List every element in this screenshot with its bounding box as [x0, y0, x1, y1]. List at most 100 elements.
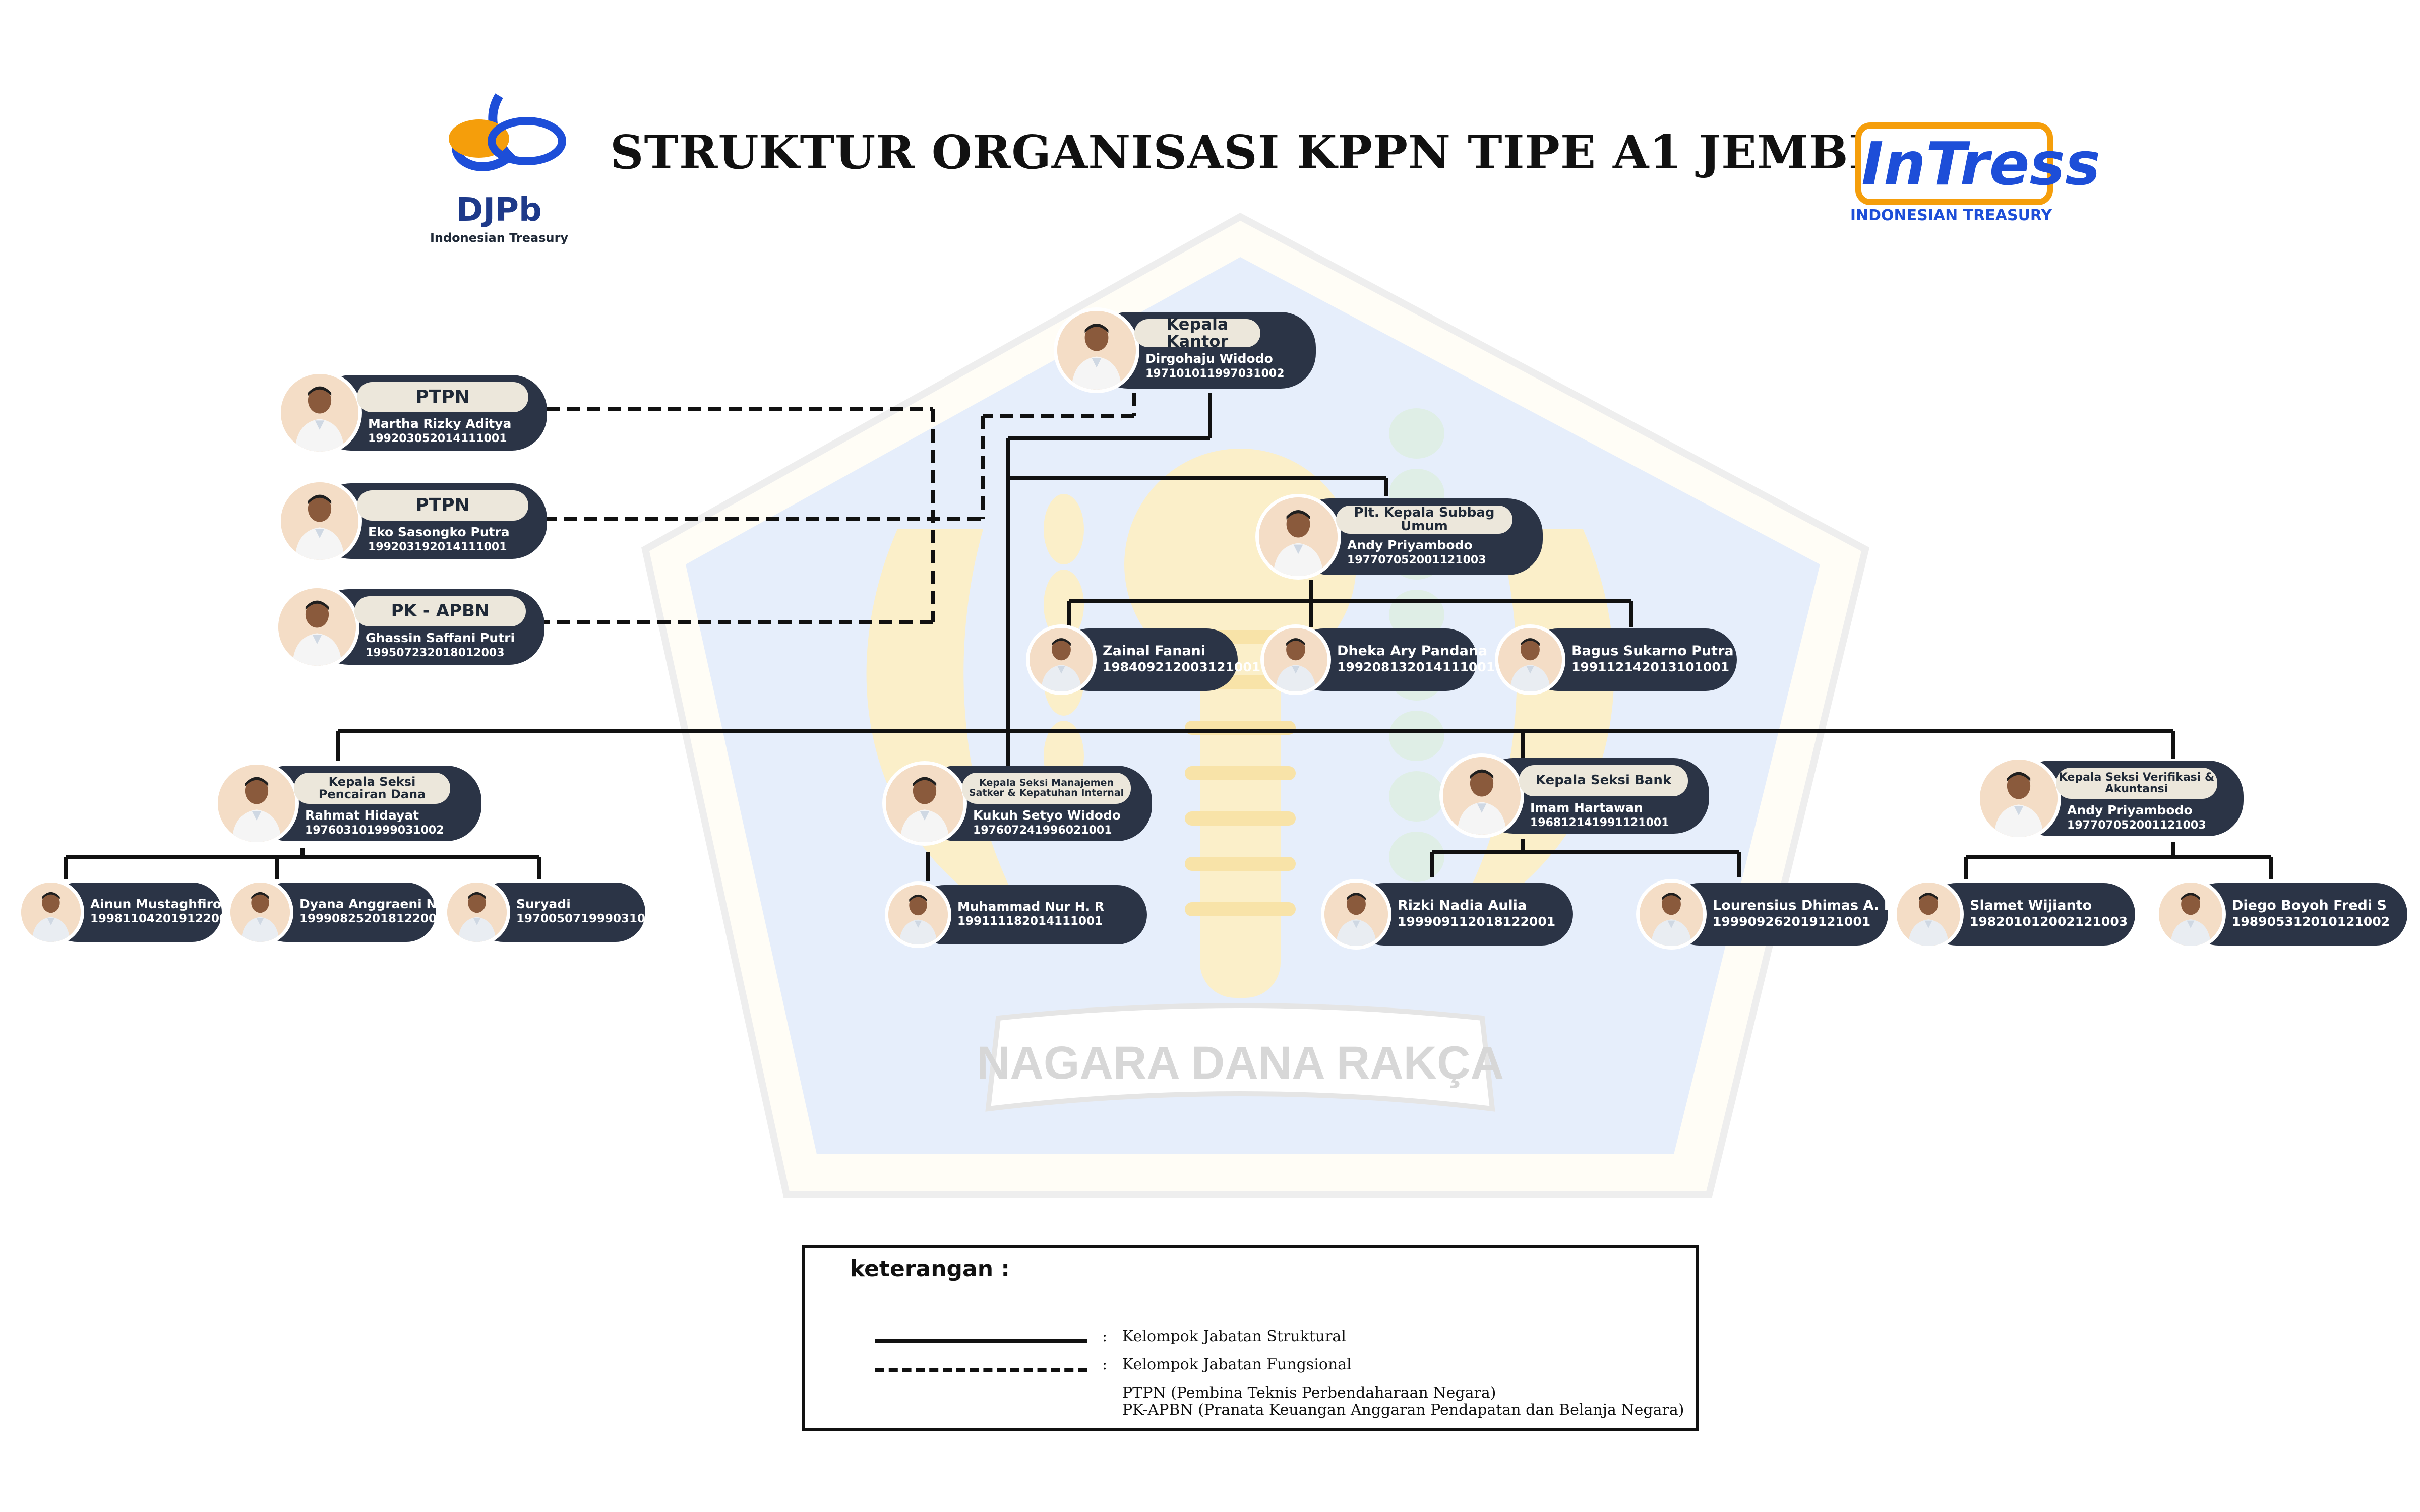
position-title: Plt. Kepala Subbag Umum	[1336, 506, 1512, 534]
person-nip: 196812141991121001	[1530, 816, 1669, 829]
legend-separator: :	[1102, 1356, 1108, 1373]
person-nip: 198201012002121003	[1970, 914, 2128, 929]
legend-box: keterangan : : Kelompok Jabatan Struktur…	[802, 1245, 1699, 1431]
person-nip: 197707052001121003	[2067, 819, 2206, 832]
legend-note-ptpn: PTPN (Pembina Teknis Perbendaharaan Nega…	[1122, 1384, 1496, 1402]
intress-subtitle: INDONESIAN TREASURY	[1850, 207, 2052, 224]
person-name: Slamet Wijianto	[1970, 898, 2092, 913]
djpb-subtitle: Indonesian Treasury	[430, 231, 569, 245]
person-name: Diego Boyoh Fredi S	[2232, 898, 2387, 913]
djpb-wordmark: DJPb	[456, 192, 542, 229]
profile-photo	[1321, 879, 1392, 950]
position-title: Kepala Seksi Bank	[1519, 765, 1688, 796]
person-nip: 199203052014111001	[368, 432, 507, 445]
profile-photo	[885, 881, 951, 948]
djpb-logo: DJPb Indonesian Treasury	[424, 91, 575, 252]
position-title: Kepala Kantor	[1134, 316, 1260, 350]
profile-photo	[444, 879, 510, 946]
legend-note-pkapbn: PK-APBN (Pranata Keuangan Anggaran Penda…	[1122, 1401, 1684, 1419]
legend-solid-line	[875, 1339, 1087, 1343]
org-card-pk-apbn: PK - APBN Ghassin Saffani Putri 1995072320…	[275, 582, 544, 672]
person-name: Eko Sasongko Putra	[368, 525, 510, 539]
profile-photo	[1054, 307, 1139, 393]
person-nip: 199909262019121001	[1713, 914, 1871, 929]
profile-photo	[1026, 624, 1097, 695]
org-card-seksi-msk: Kepala Seksi Manajemen Satker & Kepatuha…	[882, 759, 1152, 848]
person-nip: 197603101999031002	[305, 824, 444, 837]
profile-photo	[1439, 753, 1524, 838]
person-nip: 198409212003121001	[1103, 660, 1261, 674]
profile-photo	[18, 879, 84, 946]
person-name: Dyana Anggraeni N.A	[299, 897, 452, 911]
djpb-emblem-icon	[449, 93, 566, 171]
card-background	[915, 885, 1147, 944]
person-name: Zainal Fanani	[1103, 643, 1206, 659]
profile-photo	[277, 479, 362, 563]
position-title: PK - APBN	[354, 596, 526, 626]
person-nip: 199208132014111001	[1337, 660, 1495, 674]
person-nip: 199111182014111001	[957, 915, 1103, 928]
position-title: PTPN	[357, 382, 528, 412]
legend-dashed-line	[875, 1368, 1087, 1372]
person-name: Rizki Nadia Aulia	[1398, 898, 1527, 913]
position-title: Kepala Seksi Manajemen Satker & Kepatuha…	[962, 773, 1131, 804]
person-nip: 199112142013101001	[1571, 660, 1730, 674]
person-nip: 198905312010121002	[2232, 914, 2390, 929]
intress-wordmark: InTress	[1855, 122, 2100, 205]
person-nip: 197005071999031010	[516, 912, 662, 925]
person-name: Suryadi	[516, 897, 571, 911]
person-name: Imam Hartawan	[1530, 800, 1643, 815]
profile-photo	[1260, 624, 1331, 695]
person-name: Dheka Ary Pandana	[1337, 643, 1488, 659]
position-title: Kepala Seksi Verifikasi & Akuntansi	[2056, 768, 2217, 799]
person-name: Muhammad Nur H. R	[957, 899, 1105, 914]
profile-photo	[1976, 756, 2061, 841]
legend-title: keterangan :	[850, 1256, 1010, 1282]
person-nip: 199908252018122001	[299, 912, 445, 925]
person-nip: 199203192014111001	[368, 541, 507, 553]
person-name: Rahmat Hidayat	[305, 808, 419, 823]
legend-structural-label: Kelompok Jabatan Struktural	[1122, 1328, 1346, 1345]
profile-photo	[275, 585, 359, 669]
person-name: Ghassin Saffani Putri	[366, 631, 515, 645]
profile-photo	[277, 370, 362, 455]
person-nip: 197101011997031002	[1145, 367, 1285, 380]
legend-functional-label: Kelompok Jabatan Fungsional	[1122, 1356, 1352, 1373]
profile-photo	[1893, 879, 1964, 950]
person-name: Andy Priyambodo	[2067, 803, 2193, 817]
profile-photo	[1495, 624, 1565, 695]
person-name: Lourensius Dhimas A. B	[1713, 898, 1895, 913]
person-nip: 199811042019122002	[90, 912, 236, 925]
legend-separator: :	[1102, 1328, 1108, 1345]
profile-photo	[214, 761, 299, 846]
person-name: Andy Priyambodo	[1347, 538, 1473, 552]
intress-logo: InTress INDONESIAN TREASURY	[1845, 113, 2100, 229]
person-nip: 197707052001121003	[1347, 554, 1486, 566]
profile-photo	[2155, 879, 2226, 950]
person-name: Dirgohaju Widodo	[1145, 351, 1273, 366]
person-name: Martha Rizky Aditya	[368, 416, 512, 431]
person-name: Ainun Mustaghfiroh	[90, 897, 230, 911]
watermark-motto: NAGARA DANA RAKÇA	[977, 1037, 1504, 1089]
person-nip: 197607241996021001	[973, 824, 1112, 837]
person-nip: 199507232018012003	[366, 647, 505, 659]
profile-photo	[882, 761, 967, 846]
